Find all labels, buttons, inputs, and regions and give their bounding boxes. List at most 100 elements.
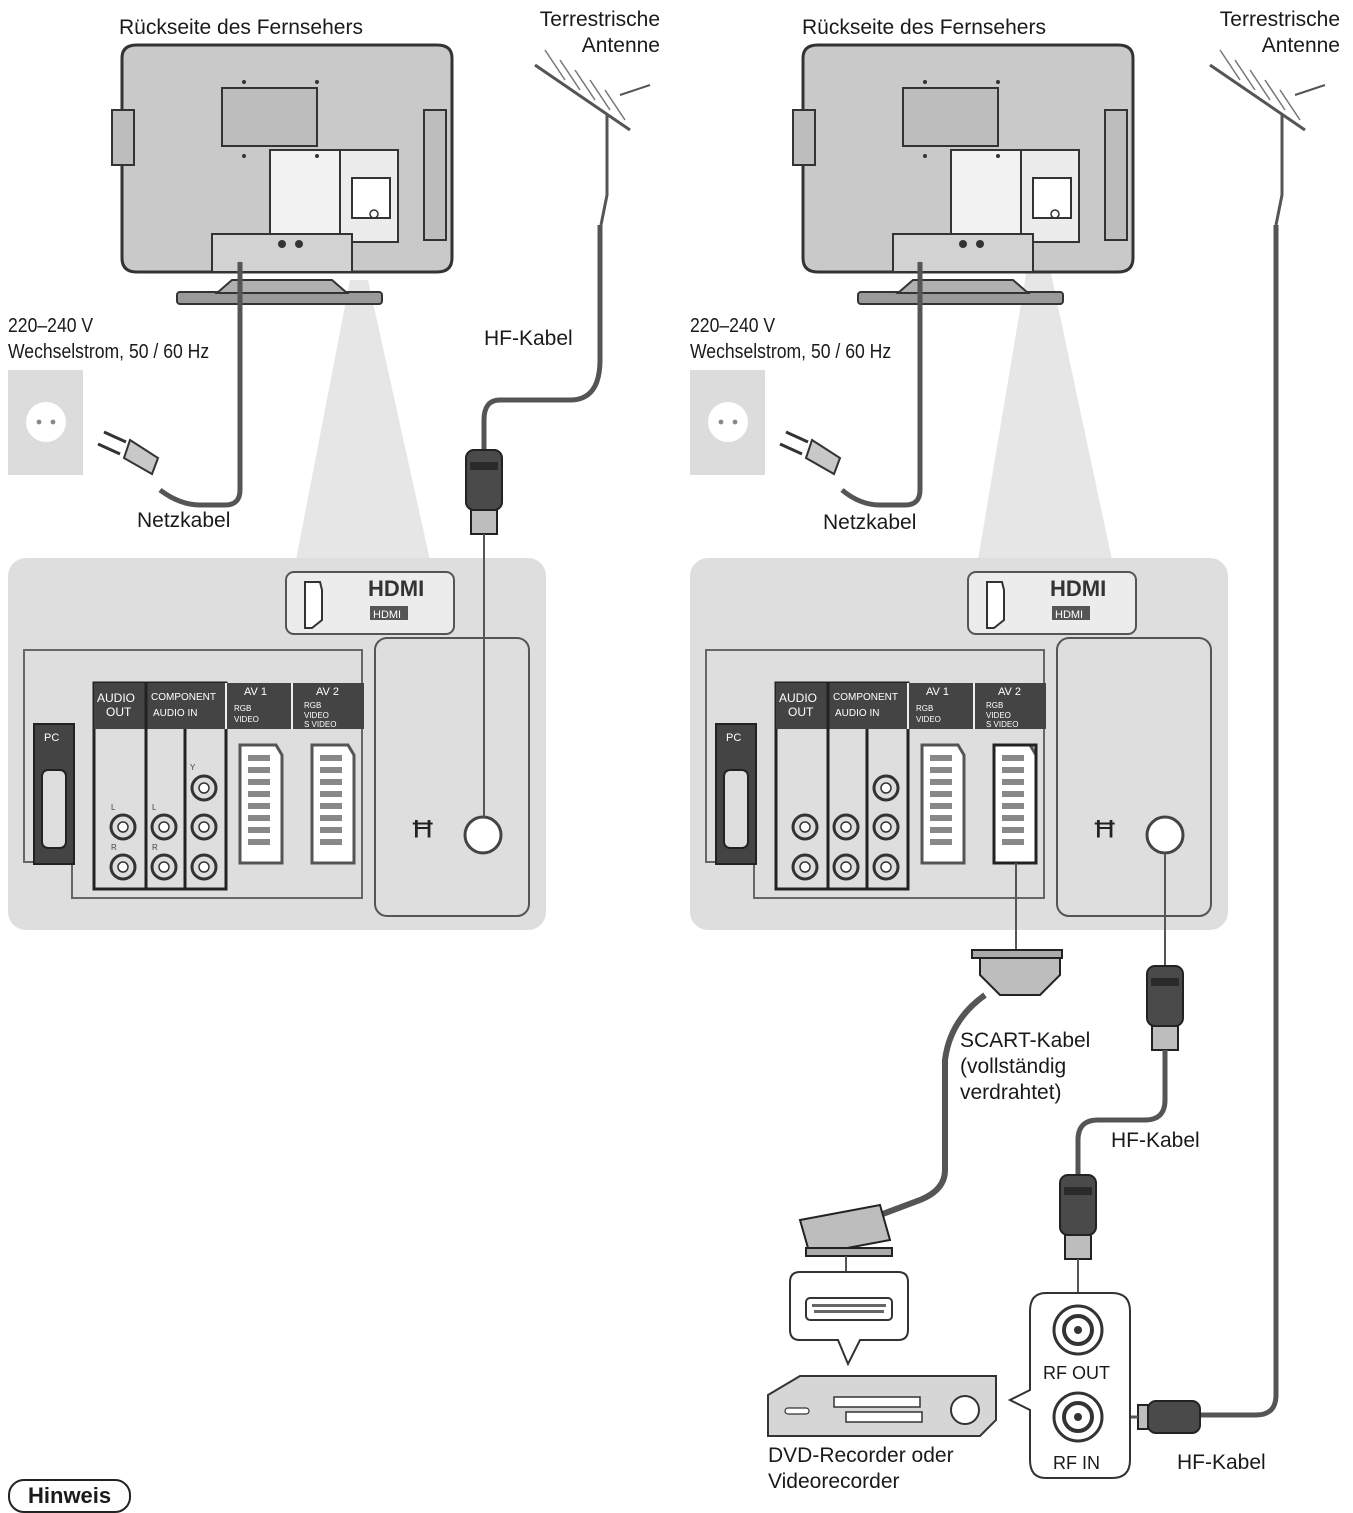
jack <box>832 853 860 881</box>
rf-cable-label-bottom: HF-Kabel <box>1177 1451 1266 1474</box>
av1-label: AV 1 <box>926 686 949 698</box>
audio-out-label-2: OUT <box>106 705 132 719</box>
rf-out-label: RF OUT <box>1043 1363 1110 1383</box>
rf-cable-antenna <box>1200 225 1279 1418</box>
av2-sub-rgb: RGB <box>986 701 1003 710</box>
hdmi-logo: HDMI <box>368 576 424 601</box>
scart-port-av2 <box>992 743 1038 865</box>
left-diagram: HDMI HDMI ꟸ AUDIO OUT COMPONENT AUDIO IN… <box>8 43 652 930</box>
right-power-label-1: 220–240 V <box>690 315 776 337</box>
power-plug-icon <box>778 430 842 476</box>
rf-cable-label-mid: HF-Kabel <box>1111 1129 1200 1152</box>
antenna-icon <box>1208 48 1327 227</box>
jack <box>791 813 819 841</box>
scart-port-av1 <box>238 743 284 865</box>
av2-sub-svideo: S VIDEO <box>986 720 1018 729</box>
antenna-port <box>1145 815 1185 855</box>
left-power-label-2: Wechselstrom, 50 / 60 Hz <box>8 341 210 363</box>
scart-port-av1 <box>920 743 966 865</box>
component-label: COMPONENT <box>833 692 898 703</box>
audio-in-label: AUDIO IN <box>835 708 879 719</box>
av1-sub-rgb: RGB <box>916 704 933 713</box>
jack <box>872 774 900 802</box>
av1-sub-video: VIDEO <box>234 715 259 724</box>
hdmi-badge: HDMI <box>1055 609 1083 621</box>
audio-out-label-1: AUDIO <box>97 691 135 705</box>
antenna-icon <box>533 48 652 227</box>
jack <box>190 774 218 802</box>
svg-text:ꟸ: ꟸ <box>1092 812 1117 863</box>
av2-label: AV 2 <box>316 686 339 698</box>
av1-sub-rgb: RGB <box>234 704 251 713</box>
right-antenna-label-2: Antenne <box>1261 34 1340 57</box>
jack <box>109 813 137 841</box>
jack <box>872 813 900 841</box>
rf-cable-recorder <box>1075 1050 1168 1175</box>
jack <box>190 853 218 881</box>
left-antenna-label-1: Terrestrische <box>539 8 660 31</box>
rf-cable <box>481 225 603 450</box>
rf-connector-icon <box>1059 1174 1097 1260</box>
recorder-label-2: Videorecorder <box>768 1470 900 1493</box>
tv-back-icon <box>110 43 454 306</box>
power-outlet-icon <box>690 370 765 475</box>
right-diagram: HDMI HDMI ꟸ AUDIO OUT COMPONENT AUDIO IN… <box>690 43 1327 1479</box>
antenna-port <box>463 815 503 855</box>
zoom-beam <box>296 280 430 560</box>
jack <box>150 813 178 841</box>
power-cable <box>840 262 923 508</box>
scart-port-av2 <box>310 743 356 865</box>
note-heading: Hinweis <box>8 1479 132 1513</box>
right-mains-cable-label: Netzkabel <box>823 511 917 534</box>
audio-out-label-2: OUT <box>788 705 814 719</box>
jack <box>832 813 860 841</box>
rf-connector-icon <box>1146 965 1184 1051</box>
power-plug-icon <box>96 430 160 476</box>
audio-in-label: AUDIO IN <box>153 708 197 719</box>
right-antenna-label-1: Terrestrische <box>1219 8 1340 31</box>
rf-connector-icon <box>465 449 503 535</box>
scart-cable-label-1: SCART-Kabel <box>960 1029 1091 1052</box>
power-outlet-icon <box>8 370 83 475</box>
hdmi-badge: HDMI <box>373 609 401 621</box>
av2-sub-svideo: S VIDEO <box>304 720 336 729</box>
left-power-label-1: 220–240 V <box>8 315 94 337</box>
jack <box>190 813 218 841</box>
jack-r-label: R <box>152 843 158 852</box>
hdmi-logo: HDMI <box>1050 576 1106 601</box>
left-tv-back-label: Rückseite des Fernsehers <box>119 16 363 39</box>
scart-cable <box>878 992 987 1218</box>
pc-label: PC <box>726 732 741 744</box>
recorder-label-1: DVD-Recorder oder <box>768 1444 954 1467</box>
left-rf-cable-label: HF-Kabel <box>484 327 573 350</box>
right-tv-back-label: Rückseite des Fernsehers <box>802 16 1046 39</box>
component-label: COMPONENT <box>151 692 216 703</box>
jack <box>109 853 137 881</box>
power-cable <box>158 262 243 508</box>
right-power-label-2: Wechselstrom, 50 / 60 Hz <box>690 341 892 363</box>
scart-cable-label-3: verdrahtet) <box>960 1081 1062 1104</box>
pc-label: PC <box>44 732 59 744</box>
recorder-scart-port <box>805 1297 893 1321</box>
scart-plug-icon <box>798 1203 892 1257</box>
jack <box>791 853 819 881</box>
left-antenna-label-2: Antenne <box>581 34 660 57</box>
jack-y-label: Y <box>190 763 196 772</box>
jack-l-label: L <box>152 803 157 812</box>
svg-text:ꟸ: ꟸ <box>410 812 435 863</box>
av2-sub-video: VIDEO <box>986 711 1011 720</box>
av1-sub-video: VIDEO <box>916 715 941 724</box>
left-mains-cable-label: Netzkabel <box>137 509 231 532</box>
av2-label: AV 2 <box>998 686 1021 698</box>
zoom-beam <box>978 250 1112 560</box>
jack <box>872 853 900 881</box>
audio-out-label-1: AUDIO <box>779 691 817 705</box>
rf-in-label: RF IN <box>1053 1453 1100 1473</box>
jack-r-label: R <box>111 843 117 852</box>
av2-sub-video: VIDEO <box>304 711 329 720</box>
scart-plug-icon <box>979 954 1061 996</box>
jack <box>150 853 178 881</box>
jack-l-label: L <box>111 803 116 812</box>
av1-label: AV 1 <box>244 686 267 698</box>
